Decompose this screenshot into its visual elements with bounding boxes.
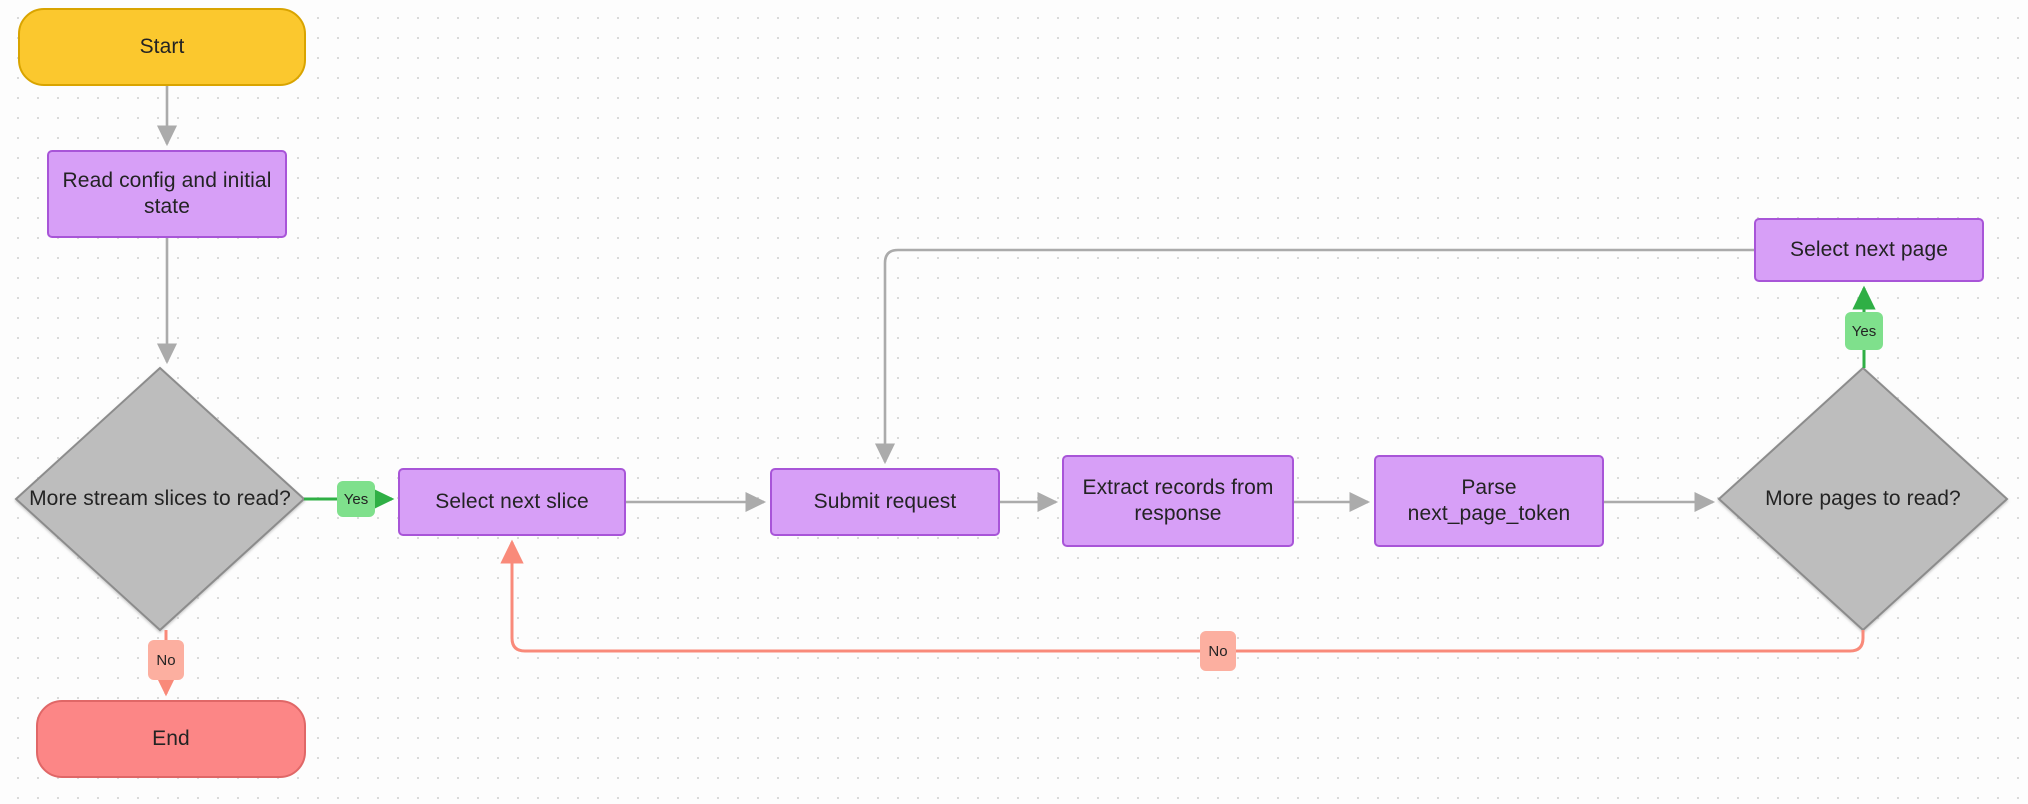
edge-label-no-more-pages-text: No — [1208, 642, 1228, 660]
node-read-config[interactable]: Read config and initial state — [47, 150, 287, 238]
node-more-stream-slices-label: More stream slices to read? — [29, 487, 291, 511]
node-submit-request[interactable]: Submit request — [770, 468, 1000, 536]
node-start[interactable]: Start — [18, 8, 306, 86]
node-more-pages[interactable]: More pages to read? — [1719, 368, 2007, 630]
node-extract-records[interactable]: Extract records from response — [1062, 455, 1294, 547]
node-submit-request-label: Submit request — [813, 489, 957, 513]
node-more-pages-label: More pages to read? — [1765, 487, 1961, 511]
edge-more-pages-no — [500, 539, 1865, 653]
node-more-stream-slices[interactable]: More stream slices to read? — [16, 368, 304, 630]
node-end-label: End — [152, 726, 190, 750]
node-parse-next-page-token[interactable]: Parse next_page_token — [1374, 455, 1604, 547]
edge-label-no-more-pages: No — [1200, 631, 1236, 671]
edge-label-no-more-slices: No — [148, 640, 184, 680]
edge-label-yes-more-pages-text: Yes — [1851, 322, 1877, 340]
node-parse-next-page-token-label: Parse next_page_token — [1407, 475, 1571, 525]
edge-label-yes-more-slices: Yes — [337, 481, 375, 517]
node-read-config-label: Read config and initial state — [62, 168, 272, 218]
node-extract-records-label: Extract records from response — [1082, 475, 1274, 525]
node-select-next-slice-label: Select next slice — [435, 489, 589, 513]
node-select-next-slice[interactable]: Select next slice — [398, 468, 626, 536]
edge-select-page-to-submit — [874, 248, 1754, 465]
node-start-label: Start — [139, 34, 185, 58]
node-select-next-page-label: Select next page — [1789, 237, 1949, 261]
edge-label-yes-more-slices-text: Yes — [343, 490, 369, 508]
edge-label-no-more-slices-text: No — [156, 651, 176, 669]
node-end[interactable]: End — [36, 700, 306, 778]
node-select-next-page[interactable]: Select next page — [1754, 218, 1984, 282]
edge-label-yes-more-pages: Yes — [1845, 312, 1883, 350]
